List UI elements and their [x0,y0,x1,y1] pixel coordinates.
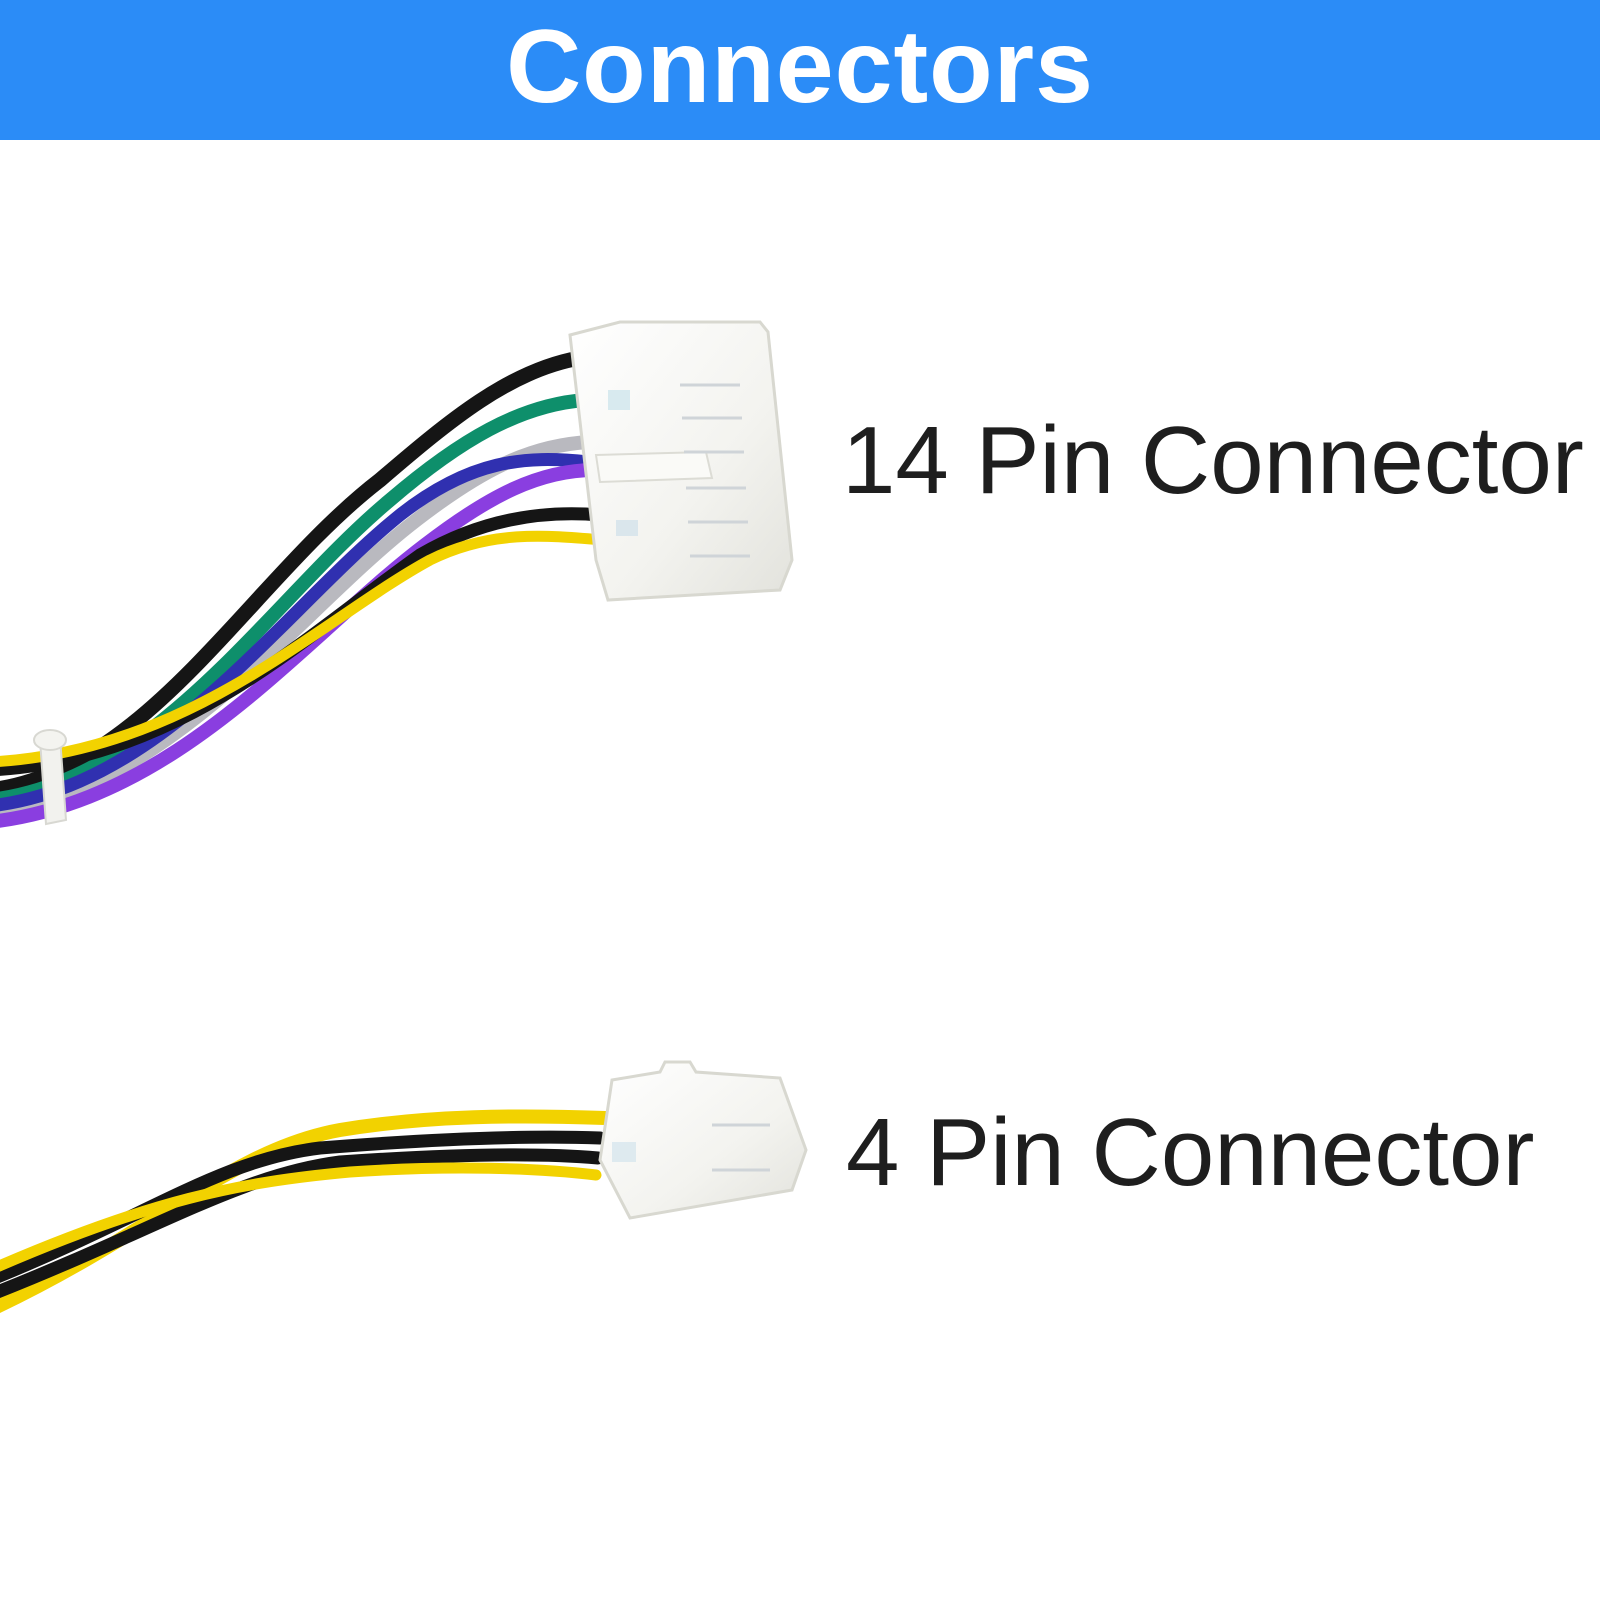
label-4-pin-connector: 4 Pin Connector [846,1099,1535,1206]
wire-4pin-3 [0,1148,605,1299]
banner-title: Connectors [506,9,1094,125]
cable-tie [33,729,68,826]
connector-14pin-pins [680,383,750,558]
wire-14pin-4 [0,453,595,812]
label-14-pin-connector: 14 Pin Connector [842,407,1584,514]
wire-14pin-7 [0,530,608,767]
connector-14pin [568,320,794,602]
header-banner: Connectors [0,0,1600,140]
connector-4pin-pins [712,1123,770,1172]
connector-4pin [598,1060,808,1220]
wire-bundle-14pin [0,350,608,828]
wire-14pin-2 [0,393,592,806]
wire-bundle-4pin [0,1109,612,1313]
wire-4pin-4 [0,1162,602,1272]
